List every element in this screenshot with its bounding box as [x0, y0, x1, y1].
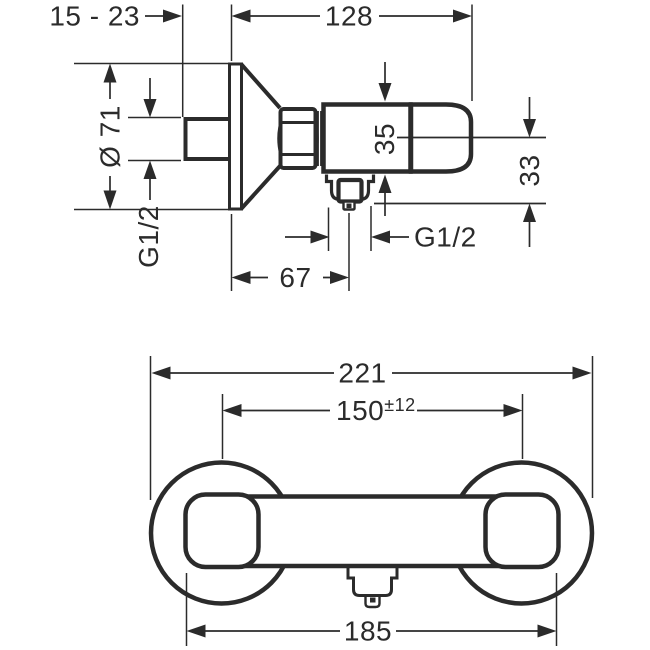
arrowhead-left: [231, 9, 251, 23]
nut-body-joint: [317, 111, 322, 166]
arrowhead-right: [572, 366, 592, 380]
arrowhead-right: [503, 404, 523, 417]
dim-escutcheon-diameter: Ø 71: [74, 62, 228, 211]
dim-connection-distance: 150±12: [221, 394, 524, 459]
dim-handle-span: 185: [185, 573, 558, 647]
extension-lines-wall-thread: [128, 116, 181, 162]
arrowhead-up: [143, 160, 157, 179]
arrowhead-right: [330, 271, 349, 284]
dim-label-wall-thread: G1/2: [133, 205, 164, 268]
dim-label-wall-to-outlet: 67: [279, 262, 311, 293]
arrowhead-down: [378, 83, 392, 102]
front-view-product-outline: [148, 460, 595, 609]
front-view: 221 150±12 185: [148, 356, 595, 647]
arrowhead-down: [143, 99, 157, 118]
wall-pipe-stub: [183, 117, 229, 161]
dim-value-150: 150: [336, 395, 384, 426]
hose-outlet-nipple-dot-front: [370, 597, 376, 603]
extension-lines-67: [230, 213, 350, 291]
arrowhead-down: [103, 190, 117, 210]
arrowhead-up: [103, 63, 117, 83]
side-view: 15 - 23 128 Ø 71 G1/2 35: [49, 1, 546, 293]
right-union-nut: [483, 492, 561, 570]
extension-lines-outlet-thread: [327, 206, 372, 251]
arrowhead-right: [537, 624, 557, 638]
arrowhead-right: [163, 9, 182, 23]
arrowhead-up: [378, 174, 392, 193]
hose-outlet-front: [346, 567, 399, 597]
arrowhead-left: [231, 271, 251, 284]
arrowhead-left: [371, 230, 390, 244]
dim-label-body-height: 35: [369, 123, 400, 155]
hose-outlet-nipple-front: [364, 595, 381, 609]
arrowhead-left: [222, 404, 242, 417]
extension-lines-top: [181, 4, 473, 117]
union-nut-facets: [281, 121, 314, 156]
dim-wall-clearance-and-length: 15 - 23 128: [49, 1, 473, 117]
dim-wall-to-outlet: 67: [230, 213, 350, 293]
dim-outlet-offset: 33: [374, 97, 546, 247]
hose-outlet-flange: [336, 177, 364, 204]
arrowhead-left: [186, 624, 206, 638]
arrowhead-up: [523, 203, 536, 222]
dim-outlet-thread: G1/2: [285, 206, 477, 253]
extension-lines-diameter: [74, 62, 228, 211]
union-nut: [278, 107, 318, 170]
arrowhead-left: [151, 366, 171, 380]
extension-lines-150: [221, 394, 524, 459]
side-view-product-outline: [183, 62, 474, 211]
mixer-body-bar: [219, 494, 524, 569]
dim-wall-thread: G1/2: [128, 78, 181, 268]
left-union-nut: [183, 492, 261, 570]
dim-label-overall-length: 128: [325, 1, 373, 32]
dim-tolerance: ±12: [384, 395, 415, 415]
dim-label-outlet-thread: G1/2: [414, 222, 477, 253]
extension-lines-185: [185, 573, 558, 646]
dim-body-height: 35: [369, 62, 546, 216]
dim-label-outlet-offset: 33: [514, 154, 545, 186]
dim-label-connection-distance: 150±12: [336, 395, 416, 426]
arrowhead-right: [453, 9, 472, 23]
dim-label-diameter: Ø 71: [95, 105, 126, 168]
dim-label-wall-clearance: 15 - 23: [49, 1, 140, 32]
dim-label-handle-span: 185: [344, 616, 392, 647]
escutcheon-plate: [228, 62, 243, 211]
arrowhead-down: [523, 119, 536, 138]
hose-outlet-nipple-dot: [346, 203, 352, 208]
dim-label-overall-width: 221: [338, 358, 386, 389]
dim-overall-width: 221: [149, 356, 594, 500]
arrowhead-right: [310, 230, 330, 244]
extension-lines-221: [149, 356, 594, 500]
escutcheon-cone: [240, 63, 282, 210]
